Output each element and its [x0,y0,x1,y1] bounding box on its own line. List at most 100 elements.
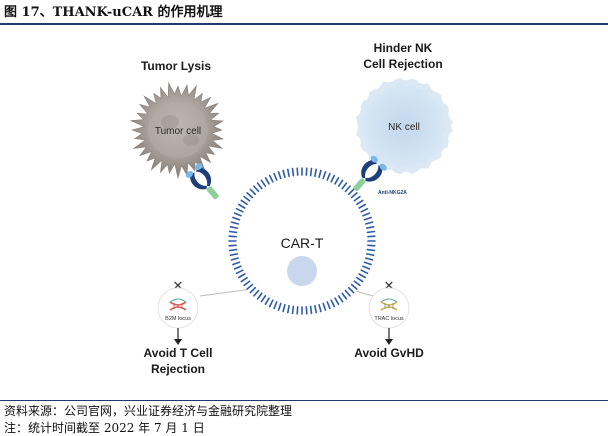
dna-icon [169,298,187,311]
car-t-label: CAR-T [281,235,324,251]
membrane-dash [356,199,364,206]
membrane-dash [253,289,260,297]
trac-arrow-head [385,339,393,345]
tumor-cell [129,81,225,180]
membrane-dash [364,221,374,225]
membrane-dash [264,177,270,185]
membrane-dash [228,235,237,238]
avoid-t-cell-line2: Rejection [151,362,205,376]
membrane-dash [344,185,351,193]
membrane-dash [246,283,254,290]
membrane-dash [326,172,331,181]
avoid-gvhd-label: Avoid GvHD [354,346,424,360]
membrane-dash [347,188,355,196]
membrane-dash [268,174,274,183]
membrane-dash [362,212,371,217]
membrane-dash [318,169,322,178]
membrane-dash [334,177,340,185]
membrane-dash [344,289,351,297]
membrane-dash [358,273,367,279]
membrane-dash [264,297,270,306]
hinder-nk-heading-line1: Hinder NK [374,41,433,55]
b2m-knockout-mark: ✕ [173,279,184,294]
membrane-dash [353,280,361,287]
membrane-dash [305,306,308,315]
title-divider [0,23,608,25]
membrane-dash [322,302,327,311]
membrane-dash [291,167,295,177]
membrane-dash [367,235,376,238]
nk-cell-wavy-edge [355,77,453,175]
membrane-dash [232,261,241,266]
anti-nkg2a-label: Anti-NKG2A [378,190,407,196]
membrane-dash [232,216,241,221]
membrane-dash [230,221,239,225]
b2m-locus [157,287,199,329]
membrane-dash [356,276,364,283]
car-t-nucleus [287,256,317,286]
avoid-t-cell-line1: Avoid T Cell [144,346,213,360]
trac-locus-label: TRAC locus [374,316,404,322]
date-note: 注：统计时间截至 2022 年 7 月 1 日 [4,421,205,435]
membrane-dash [350,192,358,199]
membrane-dash [337,179,344,187]
membrane-dash [243,195,251,202]
trac-knockout-mark: ✕ [384,279,395,294]
nk-cell-label: NK cell [388,122,420,133]
membrane-dash [277,171,282,180]
membrane-dash [367,244,376,247]
membrane-dash [228,244,237,247]
membrane-dash [305,167,308,176]
membrane-dash [363,261,372,266]
membrane-dash [365,226,375,229]
membrane-dash [296,306,299,315]
car-receptor [185,163,219,200]
membrane-dash [318,303,322,313]
membrane-dash [235,269,244,275]
membrane-dash [256,182,263,190]
membrane-dash [243,280,251,287]
trac-locus [368,287,410,329]
membrane-dash [291,305,295,315]
membrane-dash [314,168,318,178]
membrane-dash [229,253,239,256]
membrane-dash [360,269,369,275]
membrane-dash [296,167,299,176]
membrane-dash [309,305,313,315]
footer-divider [0,400,608,401]
membrane-dash [350,283,358,290]
membrane-dash [314,304,318,314]
membrane-dash [330,174,336,183]
membrane-dash [366,230,376,234]
membrane-dash [273,301,278,310]
membrane-dash [246,192,254,199]
anti-nkg2a-receptor [353,155,387,192]
membrane-dash [286,168,290,178]
membrane-dash [260,179,267,187]
membrane-dash [282,303,286,313]
membrane-dash [240,276,248,283]
membrane-dash [260,295,267,303]
membrane-dash [229,226,239,229]
membrane-dash [347,286,355,294]
membrane-dash [228,248,238,252]
membrane-dash [240,199,248,206]
membrane-dash [365,253,375,256]
membrane-dash [341,182,348,190]
membrane-dash [358,203,367,209]
membrane-dash [228,230,238,234]
membrane-dash [238,273,246,279]
membrane-dash [366,248,376,252]
source-note: 资料来源：公司官网，兴业证券经济与金融研究院整理 [4,404,293,418]
membrane-dash [362,265,371,270]
car-t-membrane [228,167,376,315]
membrane-dash [233,212,242,217]
membrane-dash [277,302,282,311]
membrane-dash [309,167,313,177]
mechanism-diagram: Tumor Lysis Hinder NK Cell Rejection Tum… [129,41,453,376]
dna-icon [380,298,398,311]
membrane-dash [364,257,374,261]
hinder-nk-heading-line2: Cell Rejection [363,57,442,71]
membrane-dash [322,171,327,180]
b2m-locus-label: B2M locus [165,316,191,322]
